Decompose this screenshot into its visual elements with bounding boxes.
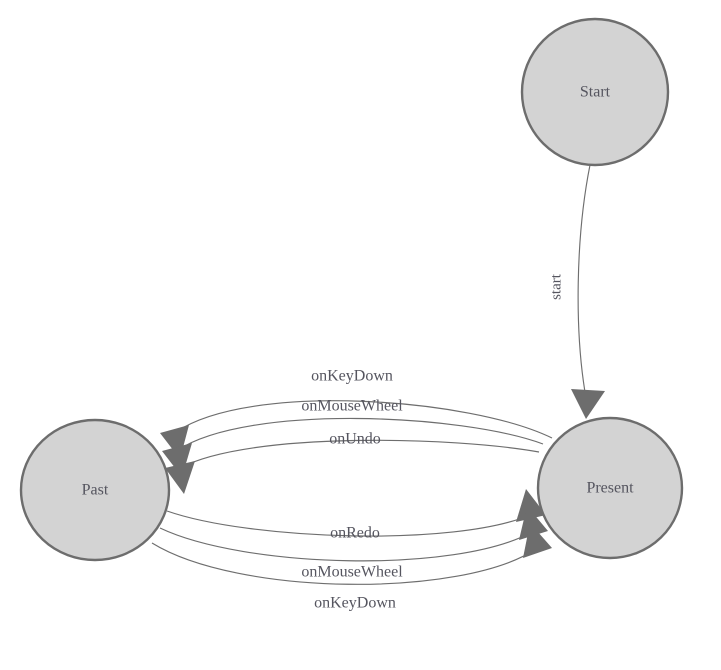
edge-start-path	[577, 164, 591, 399]
edge-onmousewheel-redo-arrowhead	[519, 506, 548, 540]
edge-onkeydown-redo-label: onKeyDown	[314, 595, 396, 612]
node-start[interactable]: Start	[520, 17, 670, 167]
edge-onkeydown-redo-path	[151, 542, 537, 585]
edge-onundo-path	[179, 439, 540, 469]
node-present[interactable]: Present	[536, 416, 684, 560]
edge-onmousewheel-undo-path	[177, 417, 544, 451]
edge-start-arrowhead	[571, 389, 605, 419]
edge-onredo-label: onRedo	[330, 525, 380, 542]
edge-onundo-label: onUndo	[329, 431, 381, 448]
edge-onredo-path	[166, 510, 531, 537]
edge-onundo[interactable]: onUndo	[165, 431, 540, 494]
edge-onmousewheel-undo-label: onMouseWheel	[301, 398, 403, 415]
edge-onmousewheel-redo-path	[159, 527, 533, 562]
edge-onmousewheel-redo[interactable]: onMouseWheel	[159, 506, 548, 581]
node-past[interactable]: Past	[19, 418, 171, 562]
node-past-shape	[19, 418, 171, 562]
node-present-shape	[536, 416, 684, 560]
edge-onundo-arrowhead	[165, 461, 195, 494]
edge-onkeydown-undo-label: onKeyDown	[311, 368, 393, 385]
edge-onkeydown-redo-arrowhead	[523, 523, 552, 558]
node-start-shape	[520, 17, 670, 167]
edge-onredo-arrowhead	[516, 489, 546, 522]
edge-onmousewheel-redo-label: onMouseWheel	[301, 564, 403, 581]
edge-onkeydown-undo-path	[175, 400, 553, 439]
edge-start[interactable]: start	[548, 164, 605, 419]
edge-onredo[interactable]: onRedo	[166, 489, 546, 542]
edge-onkeydown-redo[interactable]: onKeyDown	[151, 523, 552, 612]
edge-start-label: start	[548, 273, 564, 300]
